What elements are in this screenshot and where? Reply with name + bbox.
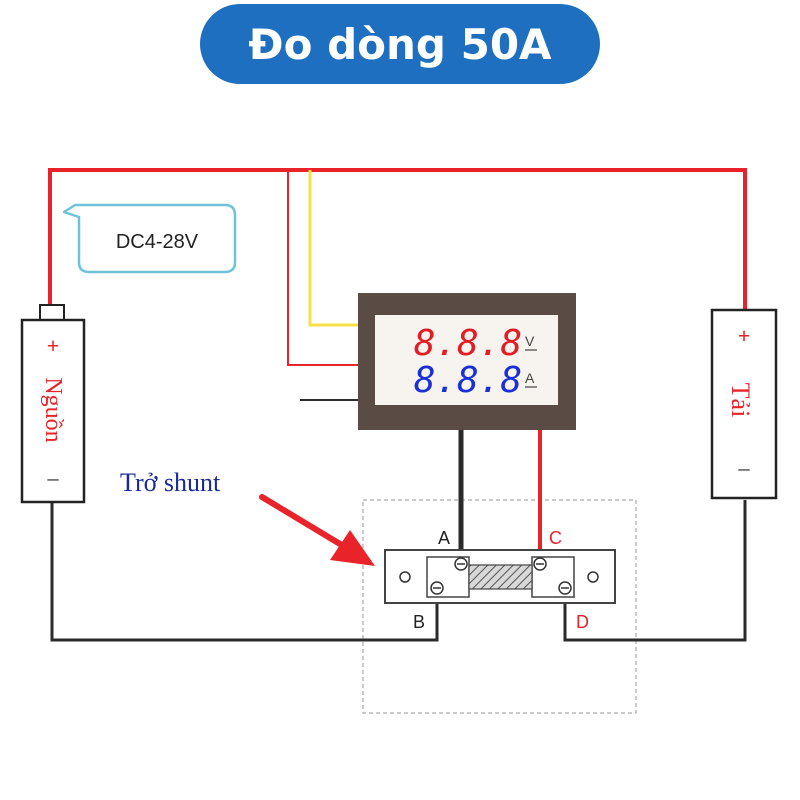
load-box: + Tải – (710, 308, 778, 500)
meter-voltage-digits: 8.8.8 (414, 323, 522, 364)
shunt-label: Trở shunt (120, 468, 221, 497)
red-wires (48, 168, 747, 562)
voltage-bubble: DC4-28V (62, 203, 237, 274)
meter-current-unit: A (525, 370, 535, 386)
yellow-wire (308, 170, 358, 327)
black-wires (50, 399, 747, 642)
source-battery: + Nguồn – (20, 304, 86, 504)
shunt-dashed-frame (362, 499, 637, 714)
source-minus: – (47, 465, 60, 490)
load-label: Tải (726, 383, 755, 418)
load-minus: – (738, 455, 751, 480)
terminal-c-label: C (549, 528, 562, 548)
shunt-arrow-icon (259, 494, 375, 566)
terminal-d-label: D (576, 612, 589, 632)
title-banner: Đo dòng 50A (200, 4, 600, 84)
volt-amp-meter: 8.8.8 V 8.8.8 A (358, 293, 576, 430)
source-plus: + (47, 333, 60, 358)
voltage-bubble-text: DC4-28V (116, 231, 199, 253)
meter-current-digits: 8.8.8 (414, 360, 522, 401)
meter-voltage-unit: V (525, 333, 535, 349)
source-label: Nguồn (40, 377, 66, 442)
load-plus: + (738, 323, 751, 348)
terminal-a-label: A (438, 528, 450, 548)
shunt-resistor (384, 549, 616, 604)
terminal-b-label: B (413, 612, 425, 632)
title-text: Đo dòng 50A (248, 19, 552, 69)
